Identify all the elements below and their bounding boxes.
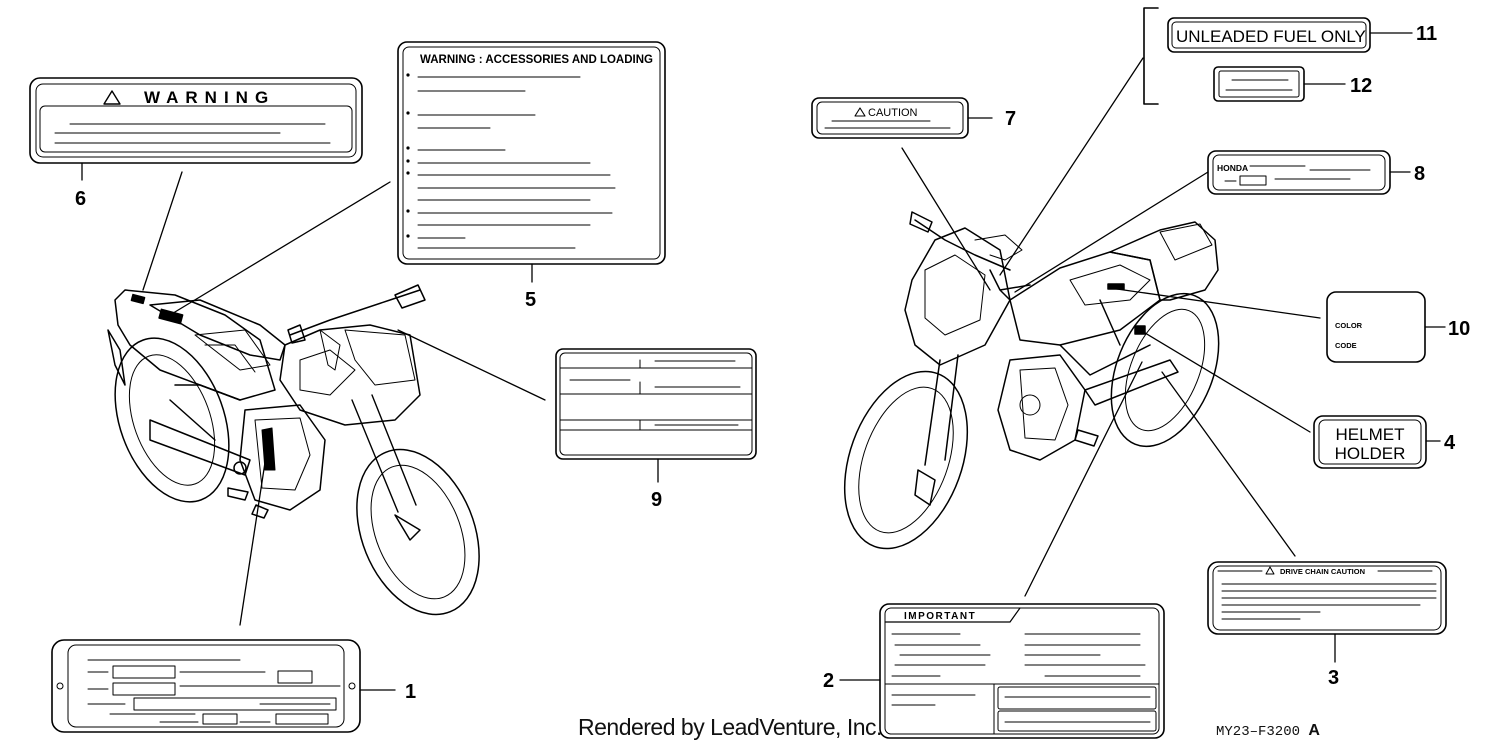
label-7-title: CAUTION: [868, 107, 918, 119]
bracket-11-12: [1143, 7, 1159, 105]
render-credit: Rendered by LeadVenture, Inc.: [578, 714, 882, 740]
label-4-line2: HOLDER: [1335, 444, 1406, 463]
label-11-title: UNLEADED FUEL ONLY: [1176, 27, 1366, 46]
leader-lines: [81, 32, 1446, 691]
label-9: [555, 348, 757, 460]
label-1: [51, 639, 361, 733]
label-4-helmet-holder: [1313, 415, 1427, 469]
label-10-line2: CODE: [1335, 341, 1357, 350]
callout-2: 2: [823, 670, 834, 692]
callout-1: 1: [405, 681, 416, 703]
label-10-line1: COLOR: [1335, 321, 1363, 330]
callout-8: 8: [1414, 163, 1425, 185]
label-2-important: [879, 603, 1165, 739]
label-8-title: HONDA: [1217, 163, 1248, 173]
label-4-line1: HELMET: [1336, 425, 1405, 444]
caution-triangle-icon: [854, 107, 866, 117]
label-5-accessories-loading: [397, 41, 666, 265]
label-6-title: WARNING: [144, 88, 275, 107]
callout-5: 5: [525, 289, 536, 311]
callout-11: 11: [1416, 23, 1437, 45]
label-5-title: WARNING : ACCESSORIES AND LOADING: [420, 54, 653, 66]
callout-4: 4: [1444, 432, 1456, 454]
callout-7: 7: [1005, 108, 1016, 130]
label-6-warning: [29, 77, 363, 164]
chain-caution-triangle-icon: [1265, 566, 1275, 575]
callout-6: 6: [75, 188, 86, 210]
label-3-title: DRIVE CHAIN CAUTION: [1280, 567, 1365, 576]
diagram-code: MY23–F3200 A: [1216, 722, 1320, 740]
callout-9: 9: [651, 489, 662, 511]
callout-10: 10: [1448, 318, 1470, 340]
label-12: [1213, 66, 1305, 102]
label-3-drive-chain-caution: [1207, 561, 1447, 635]
motorcycle-left-view: [107, 284, 480, 616]
label-11-unleaded-fuel: [1167, 17, 1371, 53]
motorcycle-right-view: [843, 211, 1220, 550]
callout-12: 12: [1350, 75, 1372, 97]
diagram-code-text: MY23–F3200: [1216, 724, 1301, 740]
warning-triangle-icon: [103, 90, 121, 105]
label-2-title: IMPORTANT: [904, 611, 976, 622]
diagram-code-suffix: A: [1308, 722, 1320, 739]
callout-3: 3: [1328, 667, 1339, 689]
